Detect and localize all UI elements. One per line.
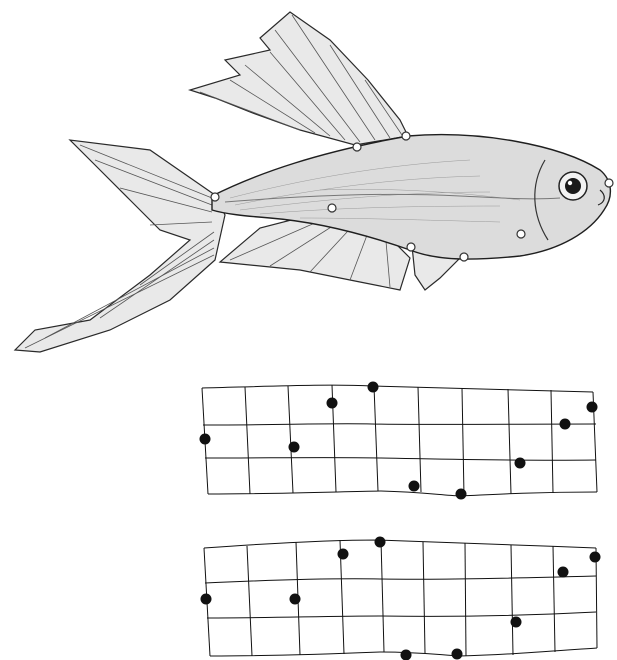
landmark-point (605, 179, 613, 187)
eye-highlight (568, 181, 572, 185)
landmark-dot (338, 549, 349, 560)
landmark-dot (456, 489, 467, 500)
landmark-point (517, 230, 525, 238)
landmark-dot (558, 567, 569, 578)
deformation-grid-top (200, 382, 598, 500)
landmark-dot (587, 402, 598, 413)
landmark-dot (409, 481, 420, 492)
landmark-point (328, 204, 336, 212)
deformation-grid-bottom (201, 537, 601, 660)
eye-pupil-icon (565, 178, 581, 194)
landmark-dot (201, 594, 212, 605)
landmark-dot (511, 617, 522, 628)
caudal-fin (15, 140, 225, 352)
landmark-dot (560, 419, 571, 430)
dorsal-fin (190, 12, 408, 145)
landmark-point (211, 193, 219, 201)
landmark-dot (290, 594, 301, 605)
landmark-dot (200, 434, 211, 445)
landmark-point (353, 143, 361, 151)
landmark-point (402, 132, 410, 140)
landmark-dot (590, 552, 601, 563)
landmark-dot (452, 649, 463, 660)
landmark-point (460, 253, 468, 261)
landmark-dot (515, 458, 526, 469)
landmark-dot (327, 398, 338, 409)
landmark-dot (289, 442, 300, 453)
landmark-point (407, 243, 415, 251)
fish-illustration (15, 12, 613, 352)
landmark-dot (368, 382, 379, 393)
landmark-dot (375, 537, 386, 548)
landmark-dot (401, 650, 412, 660)
